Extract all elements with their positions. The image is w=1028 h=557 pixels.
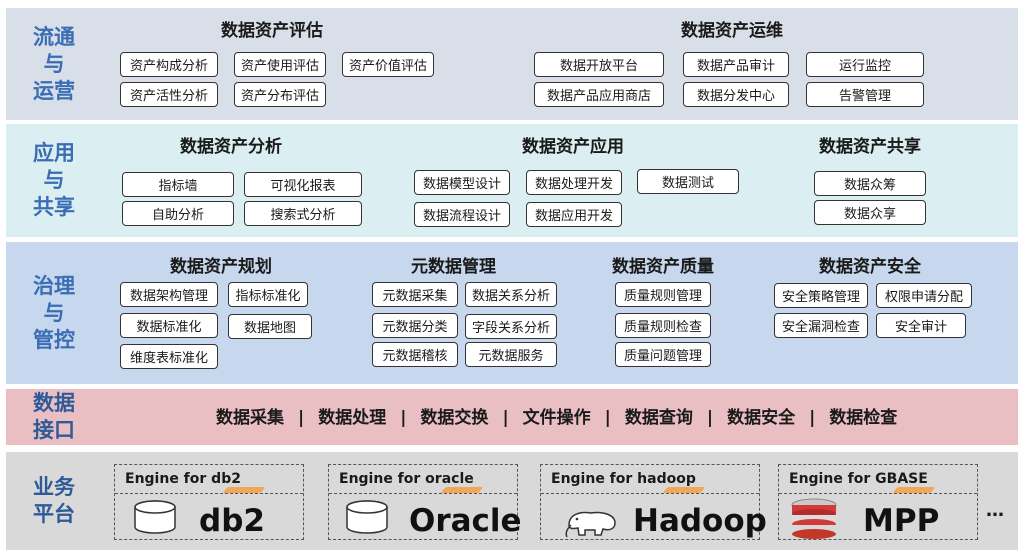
engine-title: Engine for db2 bbox=[125, 471, 241, 487]
module-box[interactable]: 数据产品应用商店 bbox=[534, 82, 664, 107]
module-box[interactable]: 数据分发中心 bbox=[683, 82, 789, 107]
module-box[interactable]: 运行监控 bbox=[806, 52, 924, 77]
module-box[interactable]: 数据众筹 bbox=[814, 171, 926, 196]
module-box[interactable]: 质量规则检查 bbox=[615, 313, 711, 338]
module-box[interactable]: 自助分析 bbox=[122, 201, 234, 226]
module-box[interactable]: 字段关系分析 bbox=[465, 314, 557, 339]
database-cylinder-icon bbox=[134, 500, 176, 534]
layer-business: 业务平台 Engine for db2 db2 Engine for oracl… bbox=[6, 452, 1018, 550]
module-box[interactable]: 搜索式分析 bbox=[244, 201, 362, 226]
layer-governance: 治理与管控 数据资产规划 数据架构管理 指标标准化 数据标准化 数据地图 维度表… bbox=[6, 242, 1018, 384]
module-box[interactable]: 资产活性分析 bbox=[120, 82, 218, 107]
engine-name: Hadoop bbox=[633, 503, 767, 539]
module-box[interactable]: 数据开放平台 bbox=[534, 52, 664, 77]
layer-application: 应用与共享 数据资产分析 指标墙 可视化报表 自助分析 搜索式分析 数据资产应用… bbox=[6, 124, 1018, 237]
separator: | bbox=[604, 408, 611, 428]
module-box[interactable]: 数据标准化 bbox=[120, 313, 218, 338]
hadoop-elephant-icon bbox=[565, 511, 616, 538]
layer-interface: 数据接口 数据采集 | 数据处理 | 数据交换 | 文件操作 | 数据查询 | 数据安全 | 数据检查 bbox=[6, 389, 1018, 445]
interface-item: 数据检查 bbox=[829, 408, 898, 428]
interface-item: 数据采集 bbox=[216, 408, 284, 428]
module-box[interactable]: 安全策略管理 bbox=[774, 283, 868, 308]
engine-hadoop[interactable]: Engine for hadoop Hadoop bbox=[540, 464, 767, 540]
module-box[interactable]: 元数据稽核 bbox=[372, 342, 458, 367]
module-box[interactable]: 安全漏洞检查 bbox=[774, 313, 868, 338]
interface-item: 数据查询 bbox=[624, 408, 693, 428]
layer-label: 流通与运营 bbox=[33, 24, 75, 103]
module-box[interactable]: 资产分布评估 bbox=[234, 82, 326, 107]
engine-db2[interactable]: Engine for db2 db2 bbox=[114, 464, 304, 540]
gbase-stack-icon bbox=[791, 498, 837, 539]
module-box[interactable]: 质量规则管理 bbox=[615, 282, 711, 307]
layer-circulation: 流通与运营 数据资产评估 资产构成分析 资产使用评估 资产价值评估 资产活性分析… bbox=[6, 8, 1018, 120]
engine-title: Engine for oracle bbox=[339, 471, 474, 487]
section-title-planning: 数据资产规划 bbox=[170, 257, 272, 277]
engine-title: Engine for hadoop bbox=[551, 471, 696, 487]
more-ellipsis: … bbox=[986, 500, 1004, 521]
module-box[interactable]: 数据模型设计 bbox=[414, 170, 510, 195]
engine-name: MPP bbox=[863, 503, 940, 539]
module-box[interactable]: 元数据分类 bbox=[372, 313, 458, 338]
module-box[interactable]: 数据众享 bbox=[814, 200, 926, 225]
engine-name: db2 bbox=[199, 503, 265, 539]
interface-item: 数据交换 bbox=[420, 408, 489, 428]
module-box[interactable]: 数据架构管理 bbox=[120, 282, 218, 307]
section-title-operations: 数据资产运维 bbox=[681, 21, 783, 41]
interface-item: 数据处理 bbox=[318, 408, 387, 428]
interface-list: 数据采集 | 数据处理 | 数据交换 | 文件操作 | 数据查询 | 数据安全 | 数据检查 bbox=[216, 403, 897, 428]
separator: | bbox=[502, 408, 509, 428]
module-box[interactable]: 质量问题管理 bbox=[615, 342, 711, 367]
module-box[interactable]: 数据关系分析 bbox=[465, 282, 557, 307]
module-box[interactable]: 资产使用评估 bbox=[234, 52, 326, 77]
module-box[interactable]: 资产构成分析 bbox=[120, 52, 218, 77]
engine-gbase[interactable]: Engine for GBASE MPP bbox=[778, 464, 978, 540]
module-box[interactable]: 可视化报表 bbox=[244, 172, 362, 197]
module-box[interactable]: 指标标准化 bbox=[228, 282, 308, 307]
engine-title: Engine for GBASE bbox=[789, 471, 928, 487]
module-box[interactable]: 元数据采集 bbox=[372, 282, 458, 307]
module-box[interactable]: 资产价值评估 bbox=[342, 52, 434, 77]
engine-oracle[interactable]: Engine for oracle Oracle bbox=[328, 464, 522, 540]
separator: | bbox=[706, 408, 714, 428]
module-box[interactable]: 数据应用开发 bbox=[526, 202, 622, 227]
engine-name: Oracle bbox=[409, 503, 522, 539]
interface-item: 文件操作 bbox=[522, 408, 591, 428]
module-box[interactable]: 数据产品审计 bbox=[683, 52, 789, 77]
section-title-apply: 数据资产应用 bbox=[522, 137, 624, 157]
module-box[interactable]: 安全审计 bbox=[876, 313, 966, 338]
module-box[interactable]: 告警管理 bbox=[806, 82, 924, 107]
separator: | bbox=[400, 408, 407, 428]
module-box[interactable]: 数据处理开发 bbox=[526, 170, 622, 195]
layer-label: 应用与共享 bbox=[33, 141, 75, 219]
module-box[interactable]: 元数据服务 bbox=[465, 342, 557, 367]
section-title-quality: 数据资产质量 bbox=[612, 257, 714, 277]
layer-label: 治理与管控 bbox=[33, 273, 75, 352]
interface-item: 数据安全 bbox=[727, 408, 796, 428]
module-box[interactable]: 指标墙 bbox=[122, 172, 234, 197]
separator: | bbox=[809, 408, 816, 428]
module-box[interactable]: 维度表标准化 bbox=[120, 344, 218, 369]
section-title-security: 数据资产安全 bbox=[819, 257, 921, 277]
module-box[interactable]: 权限申请分配 bbox=[876, 283, 972, 308]
section-title-metadata: 元数据管理 bbox=[411, 257, 496, 277]
database-cylinder-icon bbox=[346, 500, 388, 534]
module-box[interactable]: 数据流程设计 bbox=[414, 202, 510, 227]
separator: | bbox=[298, 408, 305, 428]
section-title-analysis: 数据资产分析 bbox=[180, 137, 282, 157]
section-title-share: 数据资产共享 bbox=[819, 137, 921, 157]
module-box[interactable]: 数据地图 bbox=[228, 314, 312, 339]
layer-label: 业务平台 bbox=[33, 475, 75, 526]
layer-label: 数据接口 bbox=[33, 391, 75, 442]
section-title-evaluation: 数据资产评估 bbox=[221, 21, 323, 41]
module-box[interactable]: 数据测试 bbox=[637, 169, 739, 194]
